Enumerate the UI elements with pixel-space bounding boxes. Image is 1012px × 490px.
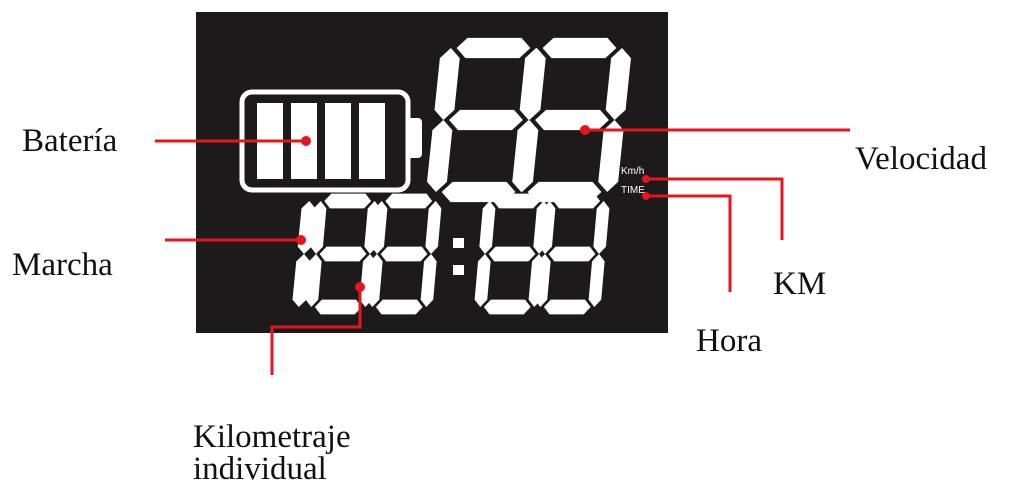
battery-icon <box>239 89 422 193</box>
callout-dot <box>296 235 306 245</box>
label-marcha: Marcha <box>12 247 113 283</box>
callout-line-km <box>646 177 784 240</box>
unit-speed-label: Km/h <box>621 166 645 177</box>
callout-dot <box>301 136 311 146</box>
battery-bar <box>359 103 385 179</box>
label-velocidad: Velocidad <box>855 141 987 177</box>
callout-line-hora <box>646 194 732 292</box>
callout-line-kilometraje <box>270 287 362 375</box>
label-km: KM <box>773 266 827 302</box>
callout-dot <box>642 192 650 200</box>
label-hora: Hora <box>696 323 762 359</box>
trip-time-digits <box>304 193 611 315</box>
battery-bar <box>325 103 351 179</box>
label-bateria: Batería <box>22 123 118 159</box>
time-digit <box>533 193 611 315</box>
callout-dots <box>296 125 650 292</box>
label-kilometraje-line1: Kilometraje <box>193 419 351 455</box>
unit-time-label: TIME <box>621 185 645 196</box>
speed-digit <box>511 37 633 203</box>
label-kilometraje-line2: individual <box>193 451 327 487</box>
colon <box>453 238 464 275</box>
callout-lines <box>155 128 850 375</box>
callout-dot <box>642 175 650 183</box>
speed-digits <box>425 37 633 203</box>
callout-dot <box>355 282 365 292</box>
trip-digit <box>365 193 443 315</box>
callout-dot <box>580 125 590 135</box>
